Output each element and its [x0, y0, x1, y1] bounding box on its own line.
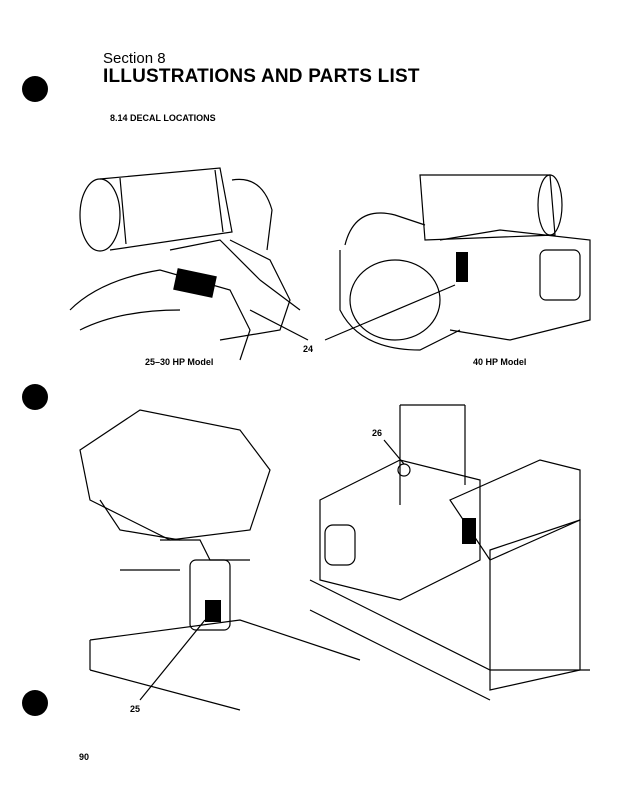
page-number: 90 — [79, 752, 90, 762]
page-title: ILLUSTRATIONS AND PARTS LIST — [103, 66, 420, 87]
binder-hole — [22, 384, 48, 410]
subsection-heading: 8.14 DECAL LOCATIONS — [110, 113, 216, 123]
callout-number: 25 — [130, 704, 141, 714]
figure-caption: 40 HP Model — [473, 357, 527, 367]
binder-hole — [22, 690, 48, 716]
illustration-filter — [79, 409, 361, 711]
binder-hole — [22, 76, 48, 102]
callout-number: 24 — [303, 344, 314, 354]
figure-caption: 25–30 HP Model — [145, 357, 214, 367]
illustration-motor — [309, 404, 590, 701]
section-label: Section 8 — [103, 50, 166, 67]
illustration-40hp — [324, 174, 591, 351]
callout-number: 26 — [372, 428, 383, 438]
illustration-25-30hp — [69, 167, 309, 361]
